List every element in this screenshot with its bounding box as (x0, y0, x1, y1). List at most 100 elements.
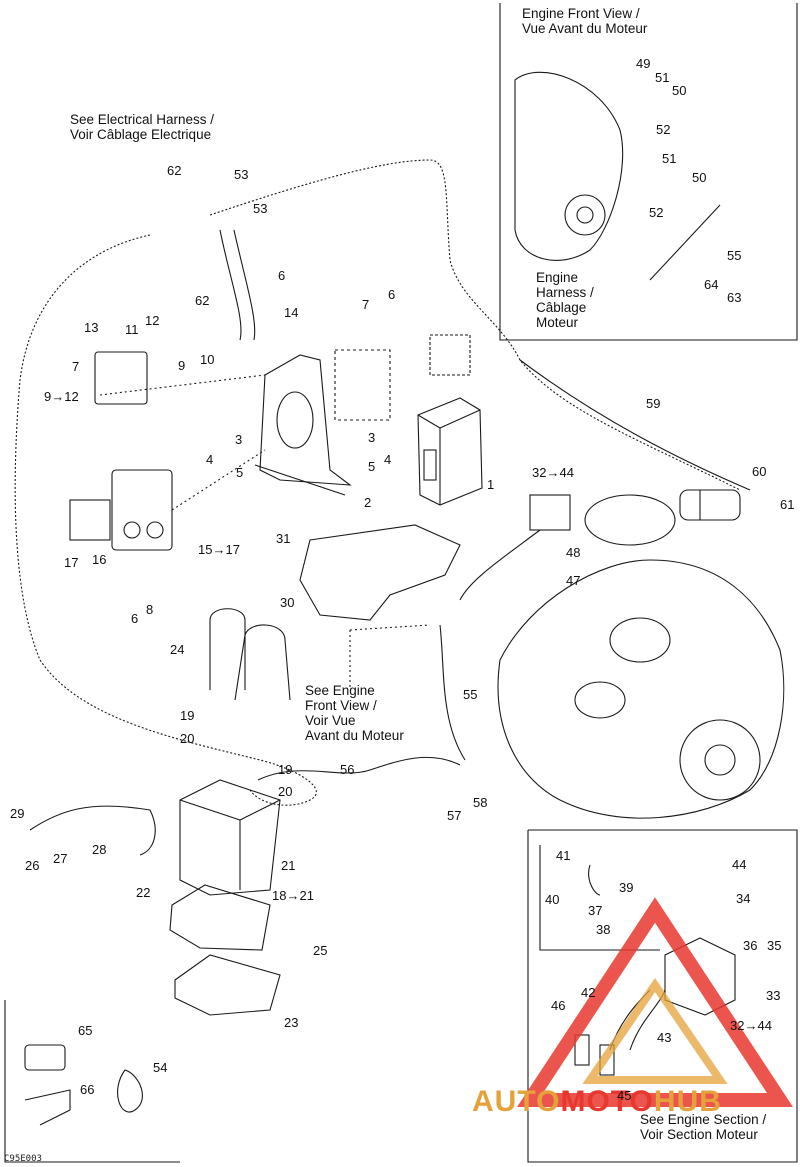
callout: 54 (153, 1060, 168, 1075)
harness-tube (219, 229, 256, 341)
figure-code: C95E003 (4, 1154, 42, 1164)
battery-tray (169, 884, 271, 951)
regulator (94, 351, 148, 405)
callout: 28 (92, 842, 107, 857)
callout: 53 (234, 167, 249, 182)
bracket-plate (299, 524, 461, 621)
callout: 5 (236, 465, 244, 480)
coil-wire (459, 529, 541, 601)
callout: 2 (364, 495, 372, 510)
inset-frame-engine-front (499, 3, 798, 341)
callout: 11 (125, 322, 139, 337)
watermark-triangle (517, 897, 793, 1107)
callout: 34 (736, 891, 751, 906)
coil-assembly-detail (574, 864, 736, 1076)
callout: 51 (655, 70, 670, 85)
callout: 39 (619, 880, 634, 895)
fuse-block (69, 469, 173, 551)
callout: 64 (704, 277, 719, 292)
callout: 60 (752, 464, 767, 479)
callout: 35 (767, 938, 782, 953)
callout: 30 (280, 595, 295, 610)
callout: 29 (10, 806, 25, 821)
mounting-bracket (254, 354, 352, 496)
callout: 5 (368, 459, 376, 474)
callout: 66 (80, 1082, 95, 1097)
callout: 19 (180, 708, 195, 723)
note-electrical-harness: See Electrical Harness / Voir Câblage El… (70, 112, 215, 142)
callout: 6 (131, 611, 139, 626)
watermark-part-3: HUB (653, 1085, 722, 1118)
callout: 43 (657, 1030, 672, 1045)
callout: 15→17 (198, 542, 240, 557)
callout: 44 (732, 857, 747, 872)
note-engine-front-view: Engine Front View / Vue Avant du Moteur (522, 6, 648, 36)
callout: 23 (284, 1015, 299, 1030)
callout: 42 (581, 985, 596, 1000)
callout: 14 (284, 305, 299, 320)
callout: 12 (145, 313, 160, 328)
callout: 17 (64, 555, 79, 570)
note-see-engine-section: See Engine Section / Voir Section Moteur (640, 1112, 767, 1142)
callout: 50 (672, 83, 687, 98)
callout: 41 (556, 848, 571, 863)
watermark-inner (582, 977, 728, 1084)
callout: 61 (780, 497, 795, 512)
callout: 1 (487, 477, 495, 492)
watermark-part-2: MOTO (560, 1085, 654, 1118)
callout: 36 (743, 938, 758, 953)
callout: 53 (253, 201, 268, 216)
callout: 9 (178, 358, 186, 373)
accessory-clips (24, 1044, 143, 1126)
starter (679, 489, 741, 521)
watermark-text: AUTOMOTOHUB (472, 1085, 722, 1119)
callout: 52 (656, 122, 671, 137)
callout: 19 (278, 762, 293, 777)
callout: 55 (727, 248, 742, 263)
cable-55 (439, 624, 466, 761)
inset-frame-engine-section (527, 829, 798, 1163)
callout: 6 (278, 268, 286, 283)
callout: 10 (200, 352, 215, 367)
callout: 46 (551, 998, 566, 1013)
callout: 38 (596, 922, 611, 937)
callout: 4 (384, 452, 392, 467)
callout: 7 (362, 297, 370, 312)
callout: 62 (167, 163, 182, 178)
note-see-engine-front: See Engine Front View / Voir Vue Avant d… (305, 683, 404, 743)
callout: 48 (566, 545, 581, 560)
callout: 3 (235, 432, 243, 447)
callout: 32→44 (730, 1018, 772, 1033)
callout: 6 (388, 287, 396, 302)
module-box (334, 349, 391, 421)
callout: 18→21 (272, 888, 314, 903)
callout: 13 (84, 320, 99, 335)
callout: 57 (447, 808, 462, 823)
callout: 59 (646, 396, 661, 411)
watermark-part-1: AUTO (472, 1085, 561, 1118)
callout: 9→12 (44, 389, 79, 404)
battery-cable-28 (29, 805, 156, 856)
callout: 51 (662, 151, 677, 166)
callout: 40 (545, 892, 560, 907)
callout: 3 (368, 430, 376, 445)
note-engine-harness: Engine Harness / Câblage Moteur (536, 270, 594, 330)
callout: 33 (766, 988, 781, 1003)
ecm-module (417, 397, 483, 506)
electrical-harness-loop (14, 234, 317, 806)
inset-frame-inner (539, 845, 660, 951)
battery-cable-56 (257, 756, 461, 781)
callout: 31 (276, 531, 291, 546)
callout: 45 (617, 1088, 632, 1103)
inset-frame-accessories (4, 1000, 180, 1163)
engine-block (497, 494, 785, 819)
callout: 27 (53, 851, 68, 866)
inset-engine (514, 71, 721, 281)
ignition-coil (529, 494, 571, 531)
callout: 65 (78, 1023, 93, 1038)
cable-59 (519, 359, 751, 491)
callout: 62 (195, 293, 210, 308)
callout: 63 (727, 290, 742, 305)
